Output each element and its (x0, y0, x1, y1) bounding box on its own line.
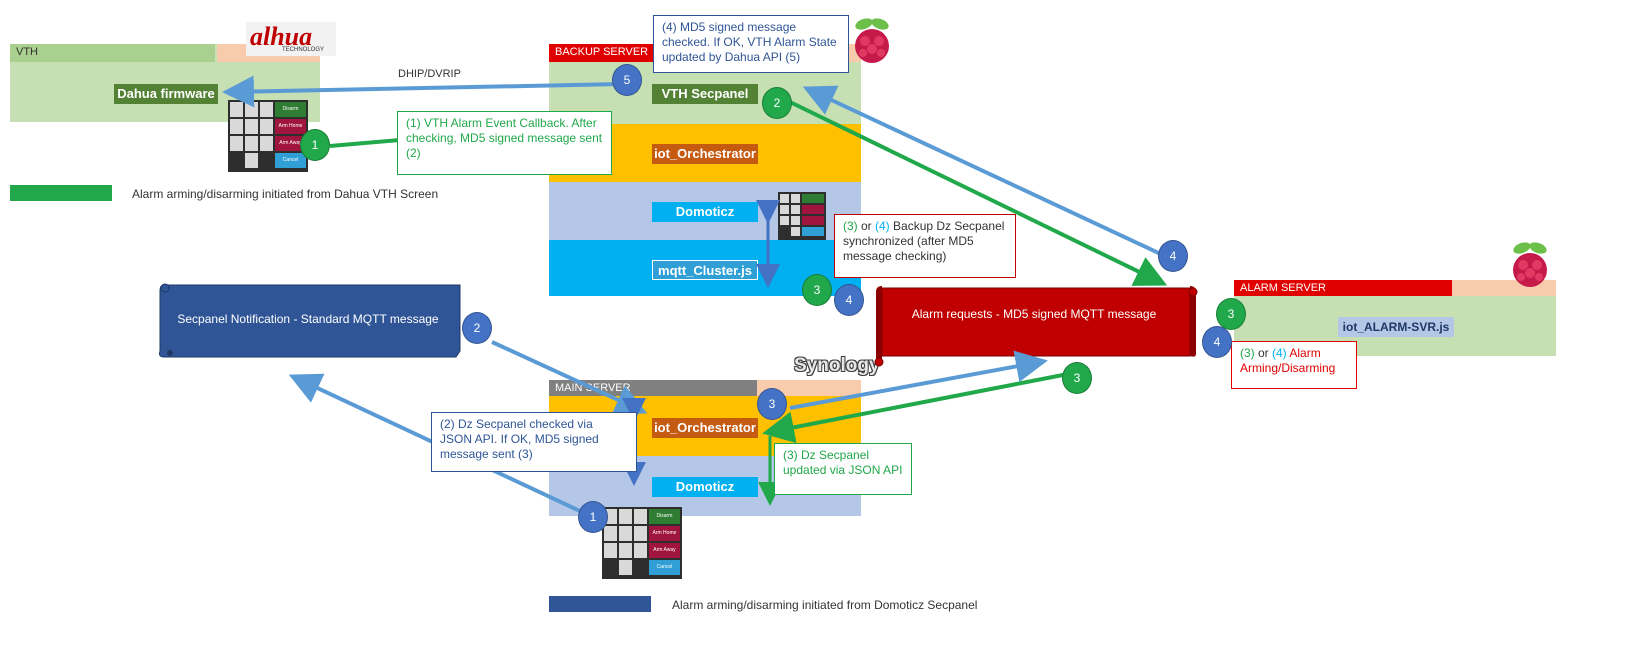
keypad-disarm: Disarm (274, 102, 307, 117)
arrow-banner-to-main (491, 340, 648, 415)
badge-green-3-mqtt: 3 (802, 274, 832, 306)
main-keypad-arm-away: Arm Away (648, 543, 681, 558)
legend-navy-swatch (549, 596, 651, 612)
badge-green-3-alarm: 3 (1216, 298, 1246, 330)
main-keypad-disarm: Disarm (648, 509, 681, 524)
callout-alarm-arming: (3) or (4) Alarm Arming/Disarming (1231, 341, 1357, 389)
backup-sync-mid: or (857, 219, 876, 233)
alarm-module-box: iot_ALARM-SVR.js (1338, 317, 1454, 337)
badge-blue-1-main: 1 (578, 501, 608, 533)
callout-vth-callback: (1) VTH Alarm Event Callback. After chec… (397, 111, 612, 175)
legend-domoticz-initiated: Alarm arming/disarming initiated from Do… (672, 598, 978, 612)
alarm-arming-prefix-b: (4) (1272, 346, 1287, 360)
backup-sync-prefix-a: (3) (843, 219, 858, 233)
badge-blue-4-alarm: 4 (1202, 326, 1232, 358)
badge-blue-5: 5 (612, 64, 642, 96)
arrow-alarm-to-main-orchestrator (762, 372, 1069, 444)
dahua-logo-text: alhua (250, 22, 313, 51)
badge-blue-4-right: 4 (1158, 240, 1188, 272)
callout-dz-checked: (2) Dz Secpanel checked via JSON API. If… (431, 412, 637, 472)
alarm-arming-mid: or (1254, 346, 1273, 360)
badge-green-3-main: 3 (1062, 362, 1092, 394)
raspberry-pi-icon (855, 18, 889, 63)
backup-orchestrator-box: iot_Orchestrator (652, 144, 758, 164)
alarm-requests-banner (874, 286, 1198, 367)
protocol-label: DHIP/DVRIP (398, 68, 461, 80)
arrow-alarm-to-secpanel (802, 85, 1166, 258)
secpanel-notification-text: Secpanel Notification - Standard MQTT me… (177, 312, 439, 326)
vth-header: VTH (10, 44, 215, 62)
callout-dz-updated: (3) Dz Secpanel updated via JSON API (774, 443, 912, 495)
dahua-logo: alhua TECHNOLOGY (246, 22, 336, 56)
backup-sync-text: Backup Dz Secpanel synchronized (after M… (843, 219, 1005, 263)
backup-sync-prefix-b: (4) (875, 219, 890, 233)
badge-blue-2: 2 (462, 312, 492, 344)
dahua-firmware-box: Dahua firmware (114, 84, 218, 104)
callout-md5-checked: (4) MD5 signed message checked. If OK, V… (653, 15, 849, 73)
vth-secpanel-box: VTH Secpanel (652, 84, 758, 104)
alarm-server-header: ALARM SERVER (1234, 280, 1452, 296)
arrow-vth-to-callback (329, 138, 401, 148)
arrow-secpanel-to-alarm (789, 100, 1168, 286)
badge-blue-4-mqtt: 4 (834, 284, 864, 316)
arrow-main-to-alarm-requests (789, 350, 1048, 410)
main-orchestrator-box: iot_Orchestrator (652, 418, 758, 438)
main-domoticz-box: Domoticz (652, 477, 758, 497)
keypad-arm-away: Arm Away (274, 136, 307, 151)
dahua-logo-subtext: TECHNOLOGY (282, 47, 325, 53)
keypad-cancel: Cancel (274, 153, 307, 168)
main-keypad-arm-home: Arm Home (648, 526, 681, 541)
secpanel-notification-banner (159, 283, 461, 358)
main-header-accent (757, 380, 861, 396)
arrow-secpanel-to-vth (222, 75, 623, 108)
alarm-arming-prefix-a: (3) (1240, 346, 1255, 360)
raspberry-pi-icon-alarm (1513, 242, 1547, 287)
legend-vth-initiated: Alarm arming/disarming initiated from Da… (132, 187, 439, 201)
synology-label: Synology (794, 355, 880, 376)
alarm-arming-text: Alarm Arming/Disarming (1240, 346, 1336, 375)
main-keypad: Disarm Arm Home Arm Away Cancel (602, 507, 682, 579)
badge-green-1-vth: 1 (300, 129, 330, 161)
callout-backup-sync: (3) or (4) Backup Dz Secpanel synchroniz… (834, 214, 1016, 278)
keypad-arm-home: Arm Home (274, 119, 307, 134)
mqtt-cluster-box: mqtt_Cluster.js (652, 260, 758, 280)
badge-blue-3-main: 3 (757, 388, 787, 420)
badge-green-2: 2 (762, 87, 792, 119)
legend-green-swatch (10, 185, 112, 201)
backup-domoticz-box: Domoticz (652, 202, 758, 222)
alarm-requests-text: Alarm requests - MD5 signed MQTT message (911, 307, 1157, 321)
main-keypad-cancel: Cancel (648, 560, 681, 575)
backup-keypad (778, 192, 826, 240)
